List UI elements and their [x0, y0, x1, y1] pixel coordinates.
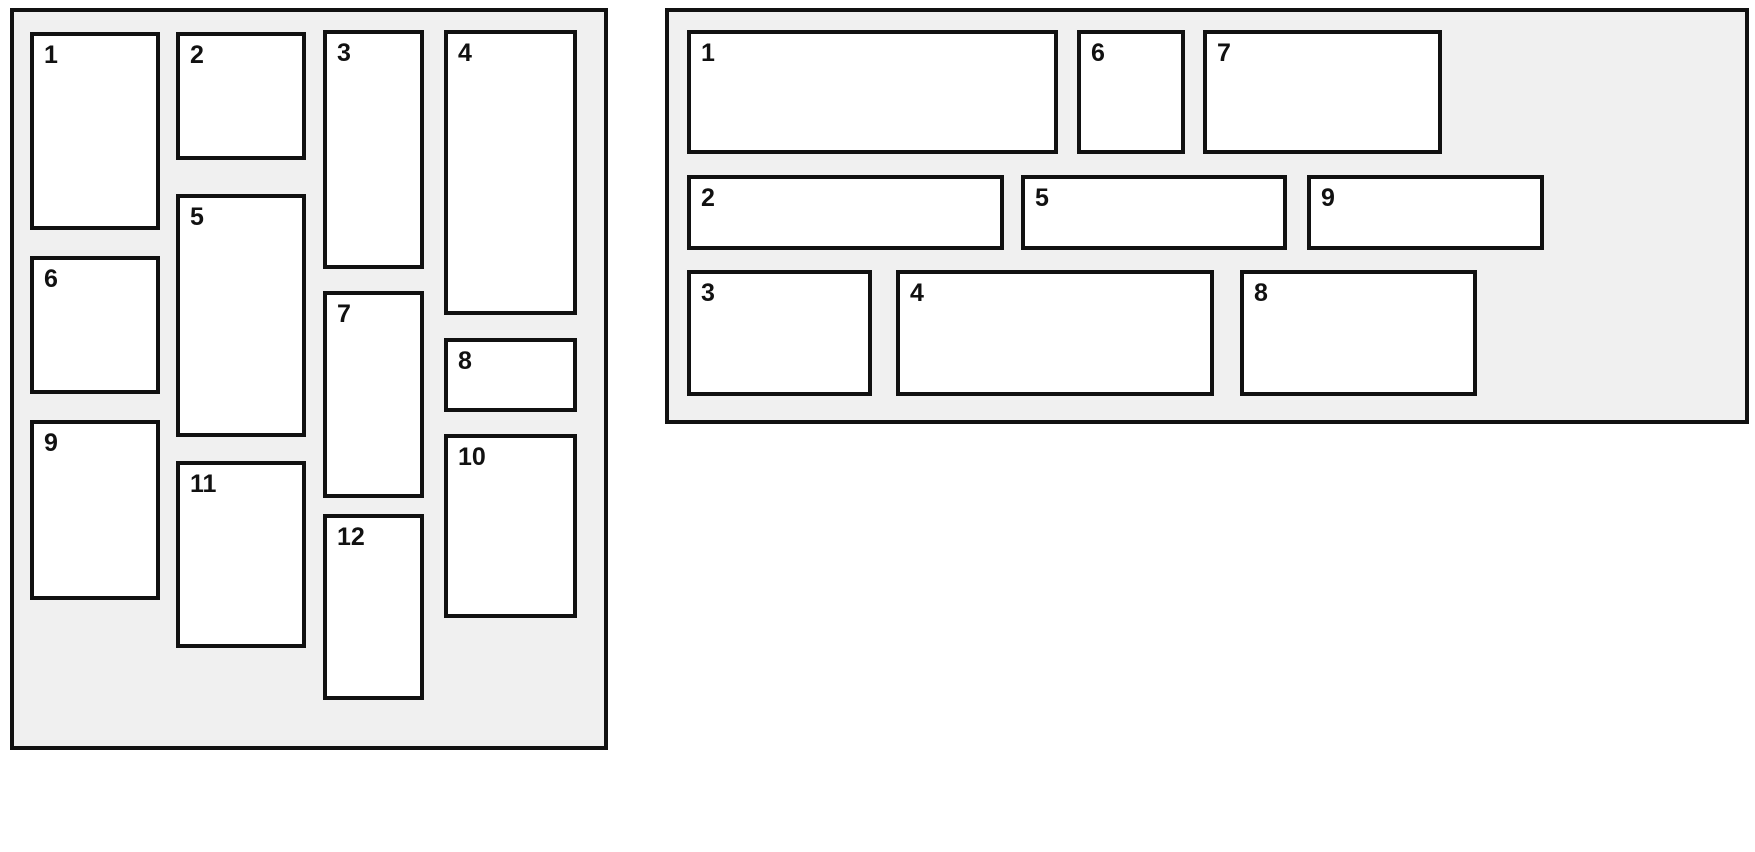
card-10[interactable]: 10: [444, 434, 577, 618]
card-label: 8: [1254, 279, 1268, 307]
card-5[interactable]: 5: [176, 194, 306, 437]
card-label: 11: [190, 470, 217, 498]
card-2[interactable]: 2: [176, 32, 306, 160]
card-1[interactable]: 1: [30, 32, 160, 230]
card-label: 3: [337, 39, 351, 67]
card-label: 7: [1217, 39, 1231, 67]
card-label: 5: [1035, 184, 1049, 212]
card-label: 9: [44, 429, 58, 457]
card-9[interactable]: 9: [30, 420, 160, 600]
card-label: 8: [458, 347, 472, 375]
card-label: 2: [701, 184, 715, 212]
card-label: 3: [701, 279, 715, 307]
card-3[interactable]: 3: [687, 270, 872, 396]
card-label: 6: [1091, 39, 1105, 67]
card-6[interactable]: 6: [30, 256, 160, 394]
card-label: 2: [190, 41, 204, 69]
card-4[interactable]: 4: [444, 30, 577, 315]
card-label: 5: [190, 203, 204, 231]
card-label: 4: [910, 279, 924, 307]
card-9[interactable]: 9: [1307, 175, 1544, 250]
card-label: 10: [458, 443, 486, 471]
card-label: 7: [337, 300, 351, 328]
card-label: 12: [337, 523, 365, 551]
card-11[interactable]: 11: [176, 461, 306, 648]
card-8[interactable]: 8: [1240, 270, 1477, 396]
card-label: 4: [458, 39, 472, 67]
card-1[interactable]: 1: [687, 30, 1058, 154]
card-5[interactable]: 5: [1021, 175, 1287, 250]
card-3[interactable]: 3: [323, 30, 424, 269]
card-2[interactable]: 2: [687, 175, 1004, 250]
card-label: 1: [701, 39, 715, 67]
card-12[interactable]: 12: [323, 514, 424, 700]
card-8[interactable]: 8: [444, 338, 577, 412]
card-7[interactable]: 7: [1203, 30, 1442, 154]
card-label: 9: [1321, 184, 1335, 212]
card-7[interactable]: 7: [323, 291, 424, 498]
card-label: 1: [44, 41, 58, 69]
card-6[interactable]: 6: [1077, 30, 1185, 154]
panel-right: 1 6 7 2 5 9 3 4 8: [665, 8, 1749, 424]
card-label: 6: [44, 265, 58, 293]
card-4[interactable]: 4: [896, 270, 1214, 396]
